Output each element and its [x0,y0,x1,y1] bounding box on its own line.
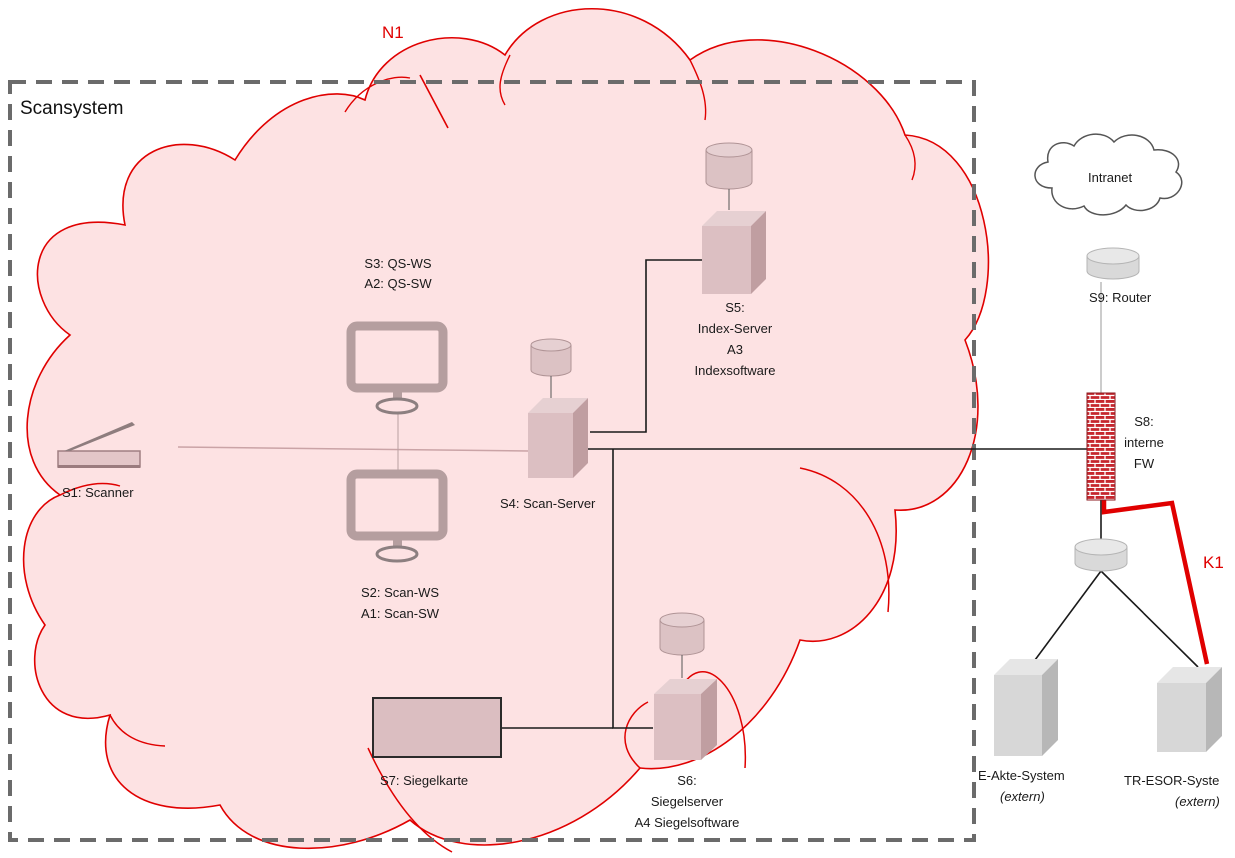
scanner-icon [57,422,141,468]
firewall-icon [1086,392,1116,501]
siegelkarte-box [372,697,502,758]
s5-label-line3: A3 [727,342,743,357]
qs-workstation-icon [346,321,448,415]
k1-label: K1 [1203,553,1224,572]
scanner-link [177,446,529,452]
tr-esor-label-line1: TR-ESOR-Syste [1124,773,1219,788]
s8-label-line1: S8: [1134,414,1154,429]
s1-label: S1: Scanner [62,485,134,500]
s8-label-line2: interne [1124,435,1164,450]
tr-esor-server-icon [1157,667,1222,752]
s5-label-line1: S5: [725,300,745,315]
switch-icon [1074,538,1128,572]
tresor-link [1100,570,1199,668]
s6-label-line3: A4 Siegelsoftware [635,815,740,830]
scansystem-boundary [8,80,976,842]
n1-label: N1 [382,23,404,42]
s2-label-line2: A1: Scan-SW [361,606,440,621]
s8-label-line3: FW [1134,456,1155,471]
s5-label-line2: Index-Server [698,321,773,336]
k1-threat-line [1101,477,1210,665]
e-akte-label-line1: E-Akte-System [978,768,1065,783]
e-akte-label-line2: (extern) [1000,789,1045,804]
intranet-cloud [1034,133,1183,216]
router-icon [1086,247,1140,280]
index-server-icon [702,142,766,294]
scan-workstation-icon [346,469,448,563]
s6-label-line1: S6: [677,773,697,788]
network-cloud-n1 [22,7,990,853]
siegelserver-icon [654,612,717,760]
e-akte-server-icon [994,659,1058,756]
intranet-label: Intranet [1088,170,1132,185]
s4-label: S4: Scan-Server [500,496,596,511]
s2-label-line1: S2: Scan-WS [361,585,439,600]
index-server-link [590,259,702,433]
eakte-link [1034,570,1102,661]
scan-server-icon [528,338,588,478]
s5-label-line4: Indexsoftware [695,363,776,378]
s7-label: S7: Siegelkarte [380,773,468,788]
s3-label-line1: S3: QS-WS [364,256,432,271]
s3-label-line2: A2: QS-SW [364,276,432,291]
scansystem-title: Scansystem [20,98,123,119]
n1-pointer [419,74,449,129]
s9-label: S9: Router [1089,290,1152,305]
s6-label-line2: Siegelserver [651,794,724,809]
tr-esor-label-line2: (extern) [1175,794,1220,809]
